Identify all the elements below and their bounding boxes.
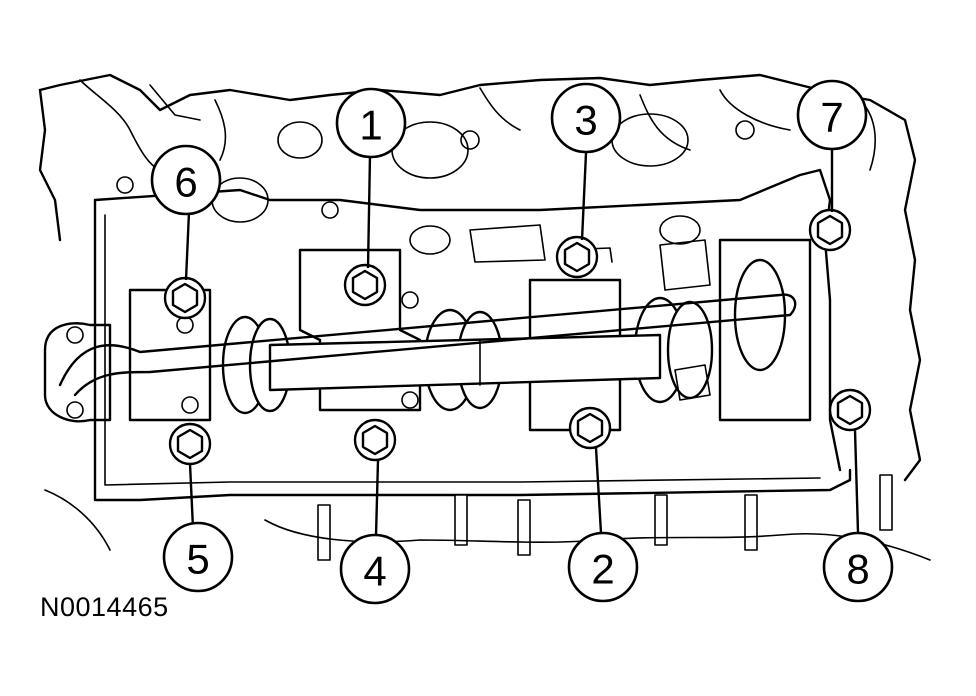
callout-7: 7 — [796, 79, 868, 151]
callout-label: 6 — [174, 159, 197, 206]
bolt-6 — [163, 276, 207, 320]
camshaft-assembly — [43, 238, 812, 432]
bolt-4 — [353, 418, 397, 462]
bolt-3 — [555, 235, 599, 279]
callout-8: 8 — [822, 531, 894, 603]
callout-label: 3 — [574, 97, 597, 144]
cover-perimeter — [93, 168, 852, 502]
bolt-2 — [568, 406, 612, 450]
bolts — [163, 208, 872, 466]
callout-label: 2 — [591, 546, 614, 593]
callout-4: 4 — [339, 533, 411, 605]
callout-5: 5 — [162, 521, 234, 593]
bolt-7 — [808, 208, 852, 252]
callout-6: 6 — [150, 144, 222, 216]
cylinder-head-outline — [38, 73, 922, 482]
callout-label: 1 — [359, 102, 382, 149]
callout-label: 5 — [186, 536, 209, 583]
figure-id: N0014465 — [40, 592, 169, 622]
callout-3: 3 — [550, 82, 622, 154]
callout-1: 1 — [335, 87, 407, 159]
callout-label: 4 — [363, 548, 386, 595]
bolt-5 — [168, 422, 212, 466]
callout-label: 7 — [820, 94, 843, 141]
leader-lines — [184, 148, 860, 537]
bolt-1 — [343, 263, 387, 307]
callout-2: 2 — [567, 531, 639, 603]
bolt-8 — [828, 388, 872, 432]
callout-label: 8 — [846, 546, 869, 593]
